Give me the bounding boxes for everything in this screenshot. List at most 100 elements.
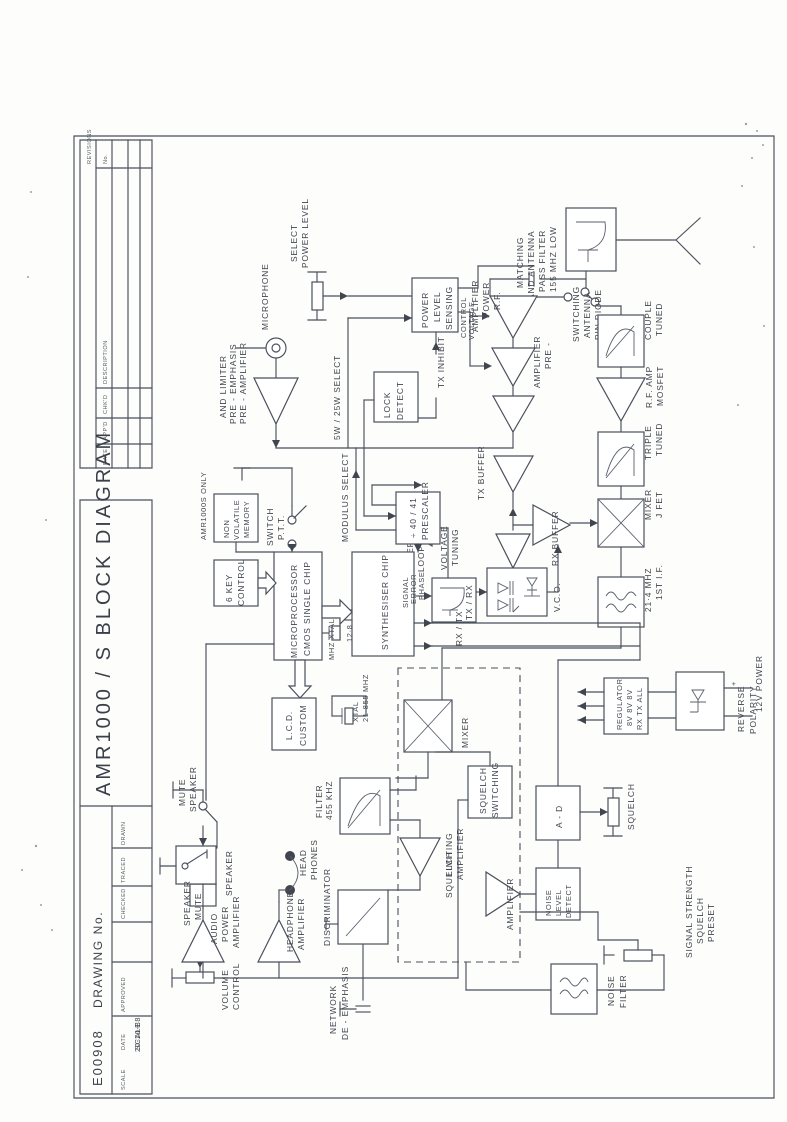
filter-455-box: [339, 777, 391, 835]
field-label-drawn: DRAWN: [121, 822, 127, 845]
tx-inhibit-label: TX INHIBIT: [436, 336, 446, 388]
filter-455-line2: FILTER: [314, 784, 324, 818]
field-label-checked: CHECKED: [121, 888, 127, 919]
six-key-control-box: [213, 559, 259, 607]
lock-detect-line1: LOCK: [382, 392, 392, 418]
power-level-sensing-box: [411, 277, 459, 333]
field-label-approved: APPROVED: [121, 977, 127, 1012]
noise-filter-box: [550, 963, 598, 1015]
custom-lcd-box: [271, 697, 317, 751]
power-level-select-line1: POWER LEVEL: [300, 198, 310, 268]
power-level-select-line2: SELECT: [289, 224, 299, 262]
jfet-mixer-label-line2: MIXER: [643, 489, 653, 520]
lock-detect-box: [373, 371, 419, 423]
preset-line2: SQUELCH: [695, 897, 705, 944]
tuned-couple-label-line1: TUNED: [654, 303, 664, 336]
control-voltage-line1: CONTROL: [459, 297, 468, 338]
tuned-triple-label-line2: TRIPLE: [643, 425, 653, 460]
pre-amplifier-triangle: [490, 347, 537, 388]
regulator-line3: RX TX ALL: [635, 687, 644, 730]
revision-block: REVISIONS No. DESCRIPTION CHK'D APP'D DA…: [79, 129, 153, 469]
nvm-label-line2: VOLATILE: [232, 500, 241, 540]
nvm-label-line3: MEMORY: [242, 501, 251, 538]
phase-error-label-line1: PHASE: [417, 571, 426, 600]
rx-tx-label: RX / TX: [454, 611, 464, 646]
bus-arrow-to-synth: [321, 598, 353, 626]
microprocessor-label-line2: MICROPROCESSOR: [289, 564, 299, 658]
nvm-label-line1: NON: [222, 519, 231, 538]
rx-buffer-label: RX BUFFER: [550, 510, 560, 566]
squelch-switching-line2: SWITCHING: [490, 762, 500, 818]
speaker-mute-1-line1: SPEAKER: [188, 766, 198, 812]
synthesiser-section: ÷ 40 / 41 PRESCALER MODULUS SELECT SYNTH…: [315, 453, 641, 660]
xtal-128-symbol: [331, 625, 341, 641]
rf-power-amplifier-triangle: [488, 295, 539, 340]
microphone-label: MICROPHONE: [260, 263, 270, 330]
nld-line2: LEVEL: [554, 889, 563, 916]
audio-pa-line2: POWER: [220, 906, 230, 942]
tuned-triple-label-line1: TUNED: [654, 423, 664, 456]
field-value-date: SCALE: [133, 1022, 142, 1050]
limiting-amp-line2: AMPLIFIER: [455, 828, 465, 880]
reverse-polarity-line2: POLARITY: [748, 685, 758, 734]
microprocessor-section: CMOS SINGLE CHIP MICROPROCESSOR 6 KEY CO…: [199, 467, 353, 801]
lpf-label-line3: AND ANTENNA: [526, 231, 536, 300]
amr1000s-only-note: AMR1000S ONLY: [199, 471, 208, 540]
lock-detect-line2: DETECT: [395, 381, 405, 420]
first-if-label-line2: 21·4 MHZ: [643, 568, 653, 612]
rf-power-amp-label-line2: POWER: [481, 282, 491, 318]
audio-pa-line3: AMPLIFIER: [231, 896, 241, 948]
preamp-limiter-line2: PRE - EMPHASIS: [228, 343, 238, 424]
six-key-label-line1: 6 KEY: [224, 574, 234, 602]
limiting-amp-line1: LIMITING: [444, 833, 454, 877]
prescaler-label-line2: PRESCALER: [420, 481, 430, 540]
microprocessor-label-line1: CMOS SINGLE CHIP: [302, 561, 312, 656]
if-module-outline: [397, 667, 521, 963]
rf-power-amp-label-line1: R.F.: [492, 292, 502, 311]
control-voltage-line2: VOLTAGE: [467, 301, 476, 340]
preset-line1: SIGNAL STRENGTH: [684, 866, 694, 958]
modulus-select-label: MODULUS SELECT: [340, 453, 350, 542]
tx-rx-label: TX / RX: [464, 584, 474, 620]
synthesiser-chip-label: SYNTHESISER CHIP: [380, 554, 390, 650]
headphone-amp-line2: AMPLIFIER: [296, 898, 306, 950]
speaker-mute-2-line1: SPEAKER: [182, 880, 192, 926]
headphones-line2: PHONES: [309, 839, 319, 880]
pre-amp-label-line2: AMPLIFIER: [532, 336, 542, 388]
mosfet-rf-amp-triangle: [595, 377, 647, 423]
vco-label: V.C.O.: [552, 582, 562, 612]
tuning-voltage-label-line2: VOLTAGE: [439, 525, 449, 570]
field-label-scale: SCALE: [121, 1069, 127, 1090]
sw25w-select-label: 5W / 25W SELECT: [332, 355, 342, 440]
tuned-couple-label-line2: COUPLE: [643, 300, 653, 340]
drawing-title: AMR1000 / S BLOCK DIAGRAM: [93, 430, 115, 796]
bus-arrow-keys: [257, 570, 277, 596]
a-d-label: A - D: [554, 805, 564, 828]
squelch-amplifier-label: AMPLIFIER: [505, 878, 515, 930]
speaker-mute-1-line2: MUTE: [177, 779, 187, 806]
first-if-box: [597, 576, 645, 628]
reverse-polarity-line1: REVERSE: [736, 686, 746, 732]
power-section: REGULATOR 8V 8V 8V RX TX ALL REVERSE POL…: [577, 655, 764, 735]
antenna-section: 155 MHZ LOW PASS FILTER AND ANTENNA MATC…: [489, 207, 701, 342]
field-label-date: DATE: [121, 1033, 127, 1050]
discriminator-label: DISCRIMINATOR: [322, 868, 332, 946]
driver-amplifier-triangle: [491, 395, 536, 434]
headphones-line1: HEAD: [298, 849, 308, 876]
field-label-traced: TRACED: [121, 857, 127, 883]
loop-filter-label-line1: LOOP: [416, 545, 426, 572]
power-level-select-pot: [311, 281, 324, 311]
low-pass-filter-box: [565, 207, 617, 272]
noise-filter-line2: FILTER: [618, 974, 628, 1008]
phase-error-label-line2: ERROR: [409, 574, 418, 604]
second-mixer-label: MIXER: [460, 717, 470, 748]
squelch-switching-box: [467, 765, 513, 819]
speaker-label: SPEAKER: [224, 850, 234, 896]
mic-preamp-triangle: [253, 377, 299, 426]
microprocessor-box: [273, 551, 323, 661]
custom-lcd-label-line2: L.C.D.: [284, 711, 294, 740]
prescaler-box: [395, 491, 441, 545]
revisions-heading: REVISIONS: [87, 129, 93, 164]
nld-line1: NOISE: [544, 890, 553, 917]
